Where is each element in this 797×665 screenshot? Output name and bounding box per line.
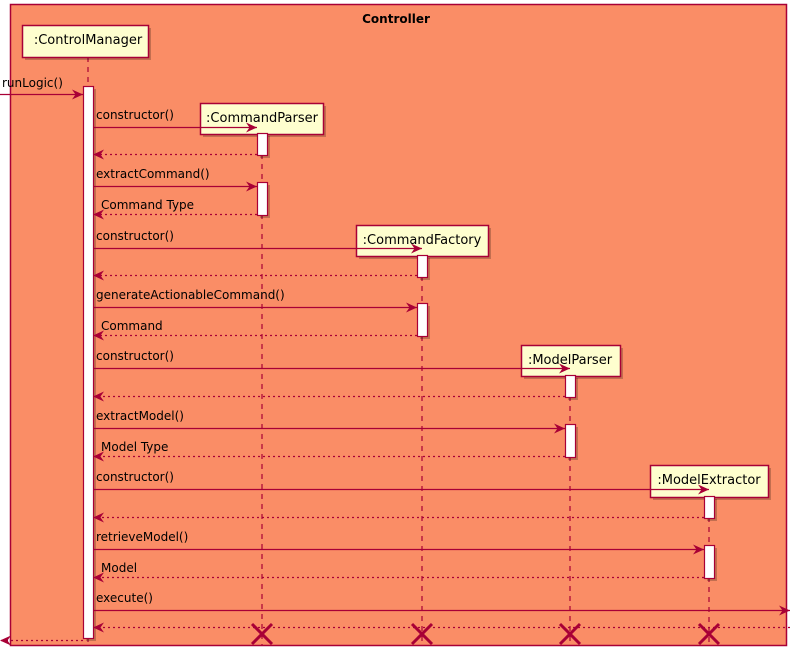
message-label-m14: constructor() [96,470,174,484]
participant-box-cparse[interactable] [199,102,325,136]
participant-box-ctrl[interactable] [21,24,150,59]
participant-box-mparse[interactable] [520,344,622,378]
activation-bar-a-mextr-2 [703,544,716,580]
activation-bar-a-cparse-2 [256,181,269,217]
message-label-m5: Command Type [101,198,195,212]
activation-bar-a-cfact-1 [416,254,429,279]
message-label-m17: Model [101,561,138,575]
message-label-m6: constructor() [96,229,174,243]
participant-label-mextr: :ModelExtractor [657,473,761,488]
message-label-m9: Command [101,319,163,333]
message-label-m4: extractCommand() [96,167,210,181]
participant-box-cfact[interactable] [355,224,490,258]
participant-label-cfact: :CommandFactory [362,232,482,248]
message-label-m10: constructor() [96,349,174,363]
destroy-marker-x2-cparse [250,622,274,646]
destroy-marker-x2-cfact [410,622,434,646]
destroy-marker-x2-mextr [697,622,721,646]
message-label-m18: execute() [96,591,153,605]
participant-label-ctrl: :ControlManager [33,33,143,48]
participant-label-cparse: :CommandParser [206,110,318,126]
message-label-m1: runLogic() [2,76,63,90]
message-label-m12: extractModel() [96,409,184,423]
message-label-m8: generateActionableCommand() [96,288,285,302]
frame-title: Controller [362,12,430,26]
participant-label-mparse: :ModelParser [527,352,613,368]
destroy-marker-x2-mparse [558,622,582,646]
activation-bar-a-ctrl [82,85,95,640]
message-label-m16: retrieveModel() [96,530,189,544]
activation-bar-a-cfact-2 [416,302,429,338]
activation-bar-a-mparse-2 [564,423,577,459]
activation-bar-a-cparse-1 [256,132,269,157]
activation-bar-a-mparse-1 [564,374,577,399]
message-label-m2: constructor() [96,108,174,122]
diagram-frame [9,3,788,647]
activation-bar-a-mextr-1 [703,495,716,520]
message-label-m13: Model Type [101,440,169,454]
